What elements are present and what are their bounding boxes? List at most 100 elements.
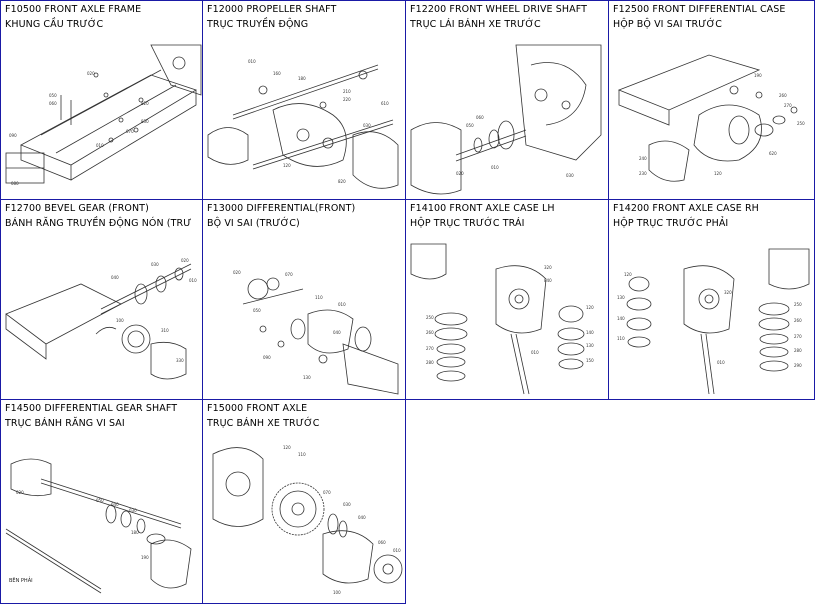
svg-text:260: 260 xyxy=(794,318,802,323)
svg-text:280: 280 xyxy=(426,360,434,365)
svg-text:220: 220 xyxy=(343,97,351,102)
svg-text:290: 290 xyxy=(794,363,802,368)
cell-title-vi: TRỤC TRUYỀN ĐỘNG xyxy=(207,19,309,30)
cell-title-vi: HỘP BỘ VI SAI TRƯỚC xyxy=(613,19,722,30)
front-axle-diagram-icon: 120 110 070 030 040 060 010 100 xyxy=(212,445,403,595)
svg-text:100: 100 xyxy=(333,590,341,595)
svg-text:160: 160 xyxy=(273,71,281,76)
svg-text:060: 060 xyxy=(476,115,484,120)
svg-text:270: 270 xyxy=(426,346,434,351)
svg-text:020: 020 xyxy=(456,171,464,176)
svg-text:110: 110 xyxy=(298,452,306,457)
cell-title-vi: HỘP TRỤC TRƯỚC TRÁI xyxy=(410,218,525,229)
cell-title-en: F12200 FRONT WHEEL DRIVE SHAFT xyxy=(410,4,588,15)
cell-title-en: F14100 FRONT AXLE CASE LH xyxy=(410,203,555,214)
svg-text:110: 110 xyxy=(315,295,323,300)
svg-text:030: 030 xyxy=(129,508,137,513)
svg-text:090: 090 xyxy=(263,355,271,360)
svg-text:040: 040 xyxy=(111,275,119,280)
svg-text:070: 070 xyxy=(126,129,134,134)
svg-text:060: 060 xyxy=(378,540,386,545)
catalog-cell-f12700[interactable]: F12700 BEVEL GEAR (FRONT) BÁNH RĂNG TRUY… xyxy=(0,199,203,400)
svg-text:070: 070 xyxy=(285,272,293,277)
svg-text:010: 010 xyxy=(189,278,197,283)
svg-text:030: 030 xyxy=(566,173,574,178)
svg-text:830: 830 xyxy=(141,119,149,124)
svg-text:120: 120 xyxy=(283,445,291,450)
svg-text:010: 010 xyxy=(393,548,401,553)
svg-text:840: 840 xyxy=(544,278,552,283)
svg-text:120: 120 xyxy=(624,272,632,277)
svg-text:070: 070 xyxy=(323,490,331,495)
side-note: BÊN PHẢI xyxy=(9,578,33,584)
svg-text:210: 210 xyxy=(343,89,351,94)
svg-text:020: 020 xyxy=(87,71,95,76)
cell-title-vi: KHUNG CẦU TRƯỚC xyxy=(5,19,104,30)
catalog-cell-f13000[interactable]: F13000 DIFFERENTIAL(FRONT) BỘ VI SAI (TR… xyxy=(202,199,406,400)
svg-text:050: 050 xyxy=(253,308,261,313)
svg-text:150: 150 xyxy=(586,358,594,363)
svg-text:140: 140 xyxy=(586,330,594,335)
cell-title-vi: TRỤC BÁNH RĂNG VI SAI xyxy=(5,418,125,429)
svg-text:040: 040 xyxy=(111,502,119,507)
svg-text:030: 030 xyxy=(363,123,371,128)
svg-text:320: 320 xyxy=(724,290,732,295)
cell-title-en: F10500 FRONT AXLE FRAME xyxy=(5,4,142,15)
svg-text:250: 250 xyxy=(797,121,805,126)
svg-text:020: 020 xyxy=(16,490,24,495)
svg-text:140: 140 xyxy=(617,316,625,321)
svg-text:120: 120 xyxy=(283,163,291,168)
svg-text:100: 100 xyxy=(116,318,124,323)
catalog-cell-f15000[interactable]: F15000 FRONT AXLE TRỤC BÁNH XE TRƯỚC 120… xyxy=(202,399,406,604)
svg-text:080: 080 xyxy=(11,181,19,186)
svg-text:050: 050 xyxy=(49,93,57,98)
catalog-cell-f10500[interactable]: F10500 FRONT AXLE FRAME KHUNG CẦU TRƯỚC … xyxy=(0,0,203,200)
svg-text:130: 130 xyxy=(617,295,625,300)
cell-title-vi: TRỤC BÁNH XE TRƯỚC xyxy=(207,418,320,429)
svg-text:020: 020 xyxy=(233,270,241,275)
cell-title-en: F13000 DIFFERENTIAL(FRONT) xyxy=(207,203,356,214)
svg-text:090: 090 xyxy=(9,133,17,138)
svg-text:010: 010 xyxy=(248,59,256,64)
cell-title-en: F14200 FRONT AXLE CASE RH xyxy=(613,203,759,214)
catalog-cell-f14500[interactable]: F14500 DIFFERENTIAL GEAR SHAFT TRỤC BÁNH… xyxy=(0,399,203,604)
svg-text:270: 270 xyxy=(794,334,802,339)
cell-title-en: F12700 BEVEL GEAR (FRONT) xyxy=(5,203,149,214)
svg-text:190: 190 xyxy=(754,73,762,78)
svg-text:310: 310 xyxy=(161,328,169,333)
svg-text:320: 320 xyxy=(544,265,552,270)
svg-text:620: 620 xyxy=(769,151,777,156)
svg-text:180: 180 xyxy=(298,76,306,81)
svg-text:010: 010 xyxy=(338,302,346,307)
svg-text:010: 010 xyxy=(491,165,499,170)
svg-text:130: 130 xyxy=(303,375,311,380)
catalog-cell-f14100[interactable]: F14100 FRONT AXLE CASE LH HỘP TRỤC TRƯỚC… xyxy=(405,199,609,400)
svg-text:050: 050 xyxy=(466,123,474,128)
svg-text:820: 820 xyxy=(141,101,149,106)
cell-title-en: F15000 FRONT AXLE xyxy=(207,403,308,414)
cell-title-en: F12500 FRONT DIFFERENTIAL CASE xyxy=(613,4,786,15)
svg-text:040: 040 xyxy=(358,515,366,520)
catalog-cell-f12000[interactable]: F12000 PROPELLER SHAFT TRỤC TRUYỀN ĐỘNG … xyxy=(202,0,406,200)
svg-text:190: 190 xyxy=(141,555,149,560)
svg-text:030: 030 xyxy=(343,502,351,507)
svg-text:280: 280 xyxy=(794,348,802,353)
catalog-cell-f12500[interactable]: F12500 FRONT DIFFERENTIAL CASE HỘP BỘ VI… xyxy=(608,0,815,200)
svg-text:260: 260 xyxy=(779,93,787,98)
svg-text:180: 180 xyxy=(131,530,139,535)
svg-text:130: 130 xyxy=(586,343,594,348)
catalog-cell-f14200[interactable]: F14200 FRONT AXLE CASE RH HỘP TRỤC TRƯỚC… xyxy=(608,199,815,400)
catalog-cell-f12200[interactable]: F12200 FRONT WHEEL DRIVE SHAFT TRỤC LÁI … xyxy=(405,0,609,200)
svg-text:260: 260 xyxy=(426,330,434,335)
svg-text:240: 240 xyxy=(639,156,647,161)
